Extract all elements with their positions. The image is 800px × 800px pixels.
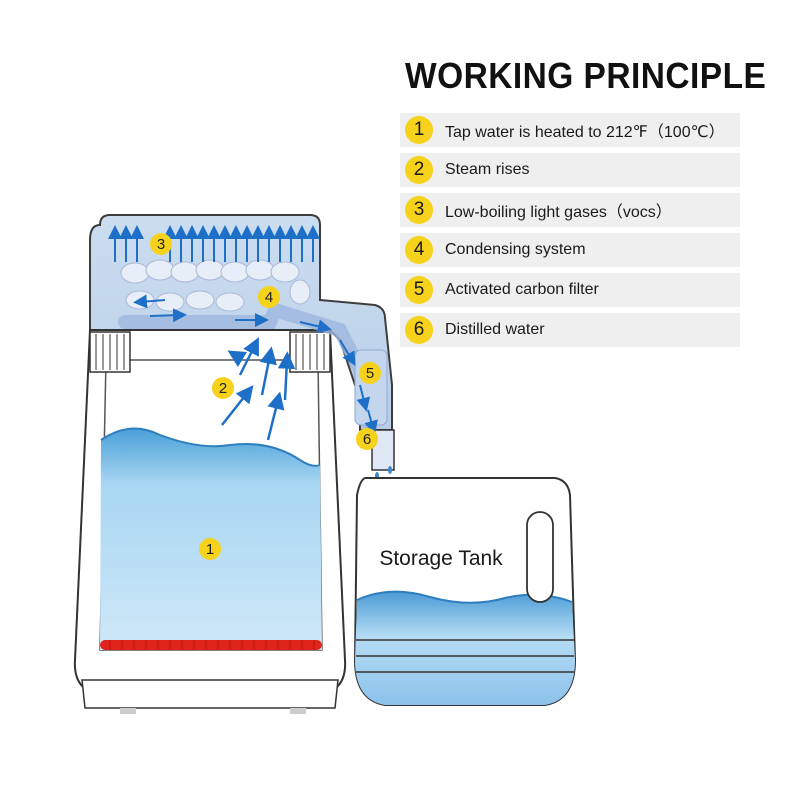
step-2: 2 Steam rises [400,153,740,187]
storage-tank-label: Storage Tank [379,547,503,570]
condensing-arrows [133,294,378,435]
page-title: WORKING PRINCIPLE [405,55,767,96]
diagram-badge-6: 6 [356,428,378,450]
step-3: 3 Low-boiling light gases（vocs） [400,193,740,227]
step-3-number-badge: 3 [405,196,433,224]
diagram-badge-5: 5 [359,362,381,384]
steam-rise-arrows [221,337,296,441]
step-4-text: Condensing system [445,241,586,258]
steps-list: 1 Tap water is heated to 212℉（100℃） 2 St… [400,113,740,353]
step-1-number-badge: 1 [405,116,433,144]
step-3-text: Low-boiling light gases（vocs） [445,204,672,221]
step-4-number-badge: 4 [405,236,433,264]
step-2-number-badge: 2 [405,156,433,184]
diagram-badge-3: 3 [150,233,172,255]
storage-tank [353,477,577,706]
step-5-number-badge: 5 [405,276,433,304]
step-4: 4 Condensing system [400,233,740,267]
step-5-text: Activated carbon filter [445,281,599,298]
step-2-text: Steam rises [445,161,530,178]
step-6-number-badge: 6 [405,316,433,344]
distiller-body [73,329,347,714]
step-5: 5 Activated carbon filter [400,273,740,307]
step-1: 1 Tap water is heated to 212℉（100℃） [400,113,740,147]
step-6: 6 Distilled water [400,313,740,347]
diagram-badge-4: 4 [258,286,280,308]
diagram-badge-2: 2 [212,377,234,399]
diagram-badge-1: 1 [199,538,221,560]
step-1-text: Tap water is heated to 212℉（100℃） [445,124,725,141]
step-6-text: Distilled water [445,321,545,338]
